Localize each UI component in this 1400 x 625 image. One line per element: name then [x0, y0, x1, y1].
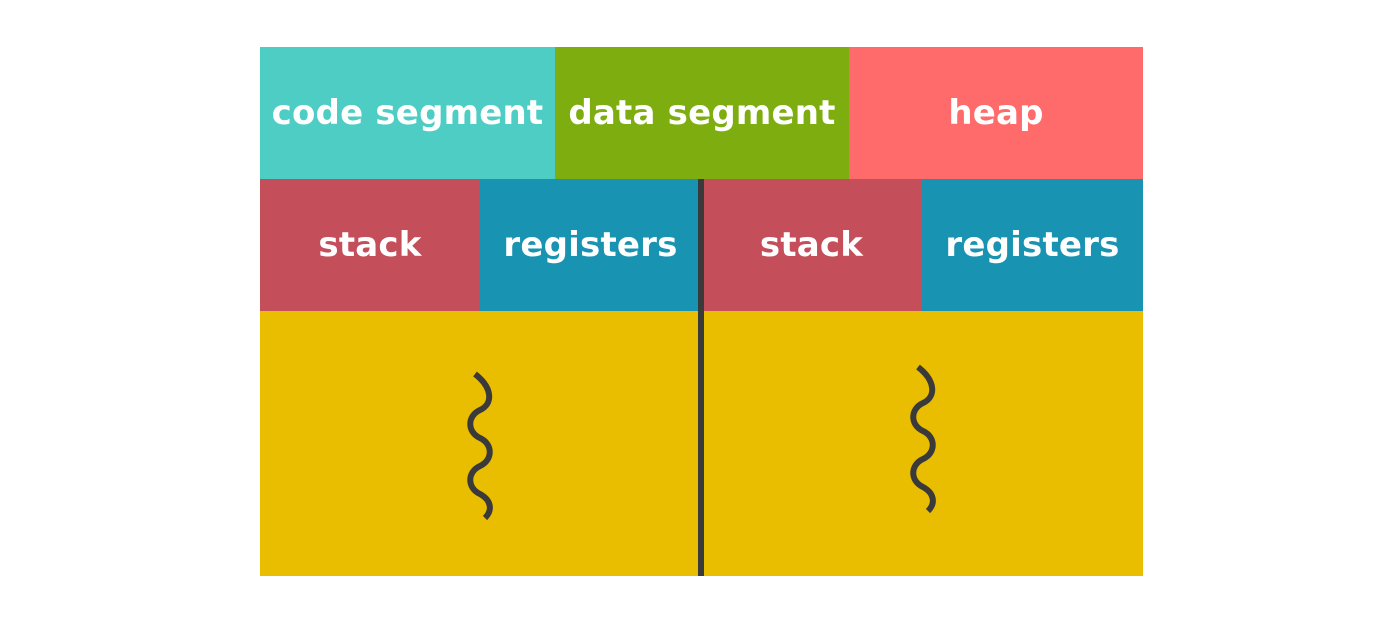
thread-2-registers-label: registers	[945, 225, 1120, 265]
squiggle-thread-icon	[467, 371, 493, 521]
data-segment-label: data segment	[568, 93, 836, 133]
thread-1-body	[260, 311, 701, 576]
thread-2-body	[701, 311, 1143, 576]
code-segment-label: code segment	[271, 93, 544, 133]
thread-1-registers-label: registers	[503, 225, 678, 265]
data-segment-block: data segment	[555, 47, 849, 179]
thread-2-registers-block: registers	[922, 179, 1143, 311]
thread-1-stack-label: stack	[318, 225, 422, 265]
thread-1-registers-block: registers	[480, 179, 701, 311]
heap-block: heap	[849, 47, 1143, 179]
thread-2-stack-label: stack	[759, 225, 864, 265]
thread-divider	[698, 179, 704, 576]
thread-2-stack-block: stack	[701, 179, 922, 311]
heap-label: heap	[948, 93, 1044, 133]
thread-1-stack-block: stack	[260, 179, 480, 311]
code-segment-block: code segment	[260, 47, 555, 179]
squiggle-thread-icon	[910, 364, 936, 514]
